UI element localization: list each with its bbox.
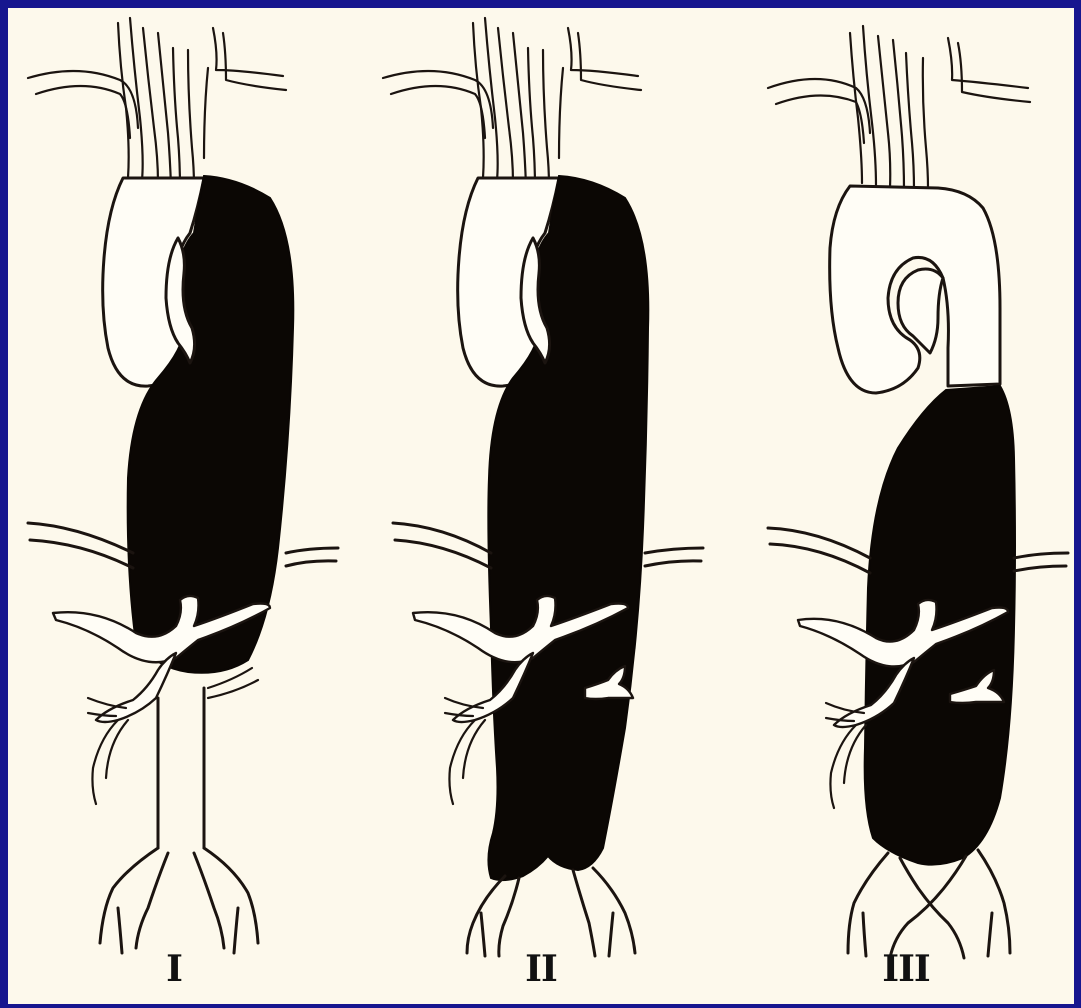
panel-label-type-i: I: [134, 948, 214, 990]
panel-label-type-iii: III: [866, 948, 946, 990]
aortic-dissection-diagram: [8, 8, 1074, 1004]
panel-type-iii: [768, 26, 1068, 958]
panel-type-ii: [383, 18, 703, 956]
diagram-canvas: I II III: [8, 8, 1074, 1004]
dissection-false-lumen: [865, 386, 1015, 865]
supra-aortic-vessels: [28, 18, 286, 188]
panel-label-type-ii: II: [501, 948, 581, 990]
panel-type-i: [28, 18, 338, 953]
mesenteric-branch: [96, 653, 176, 722]
supra-aortic-vessels: [768, 26, 1030, 190]
supra-aortic-vessels: [383, 18, 641, 188]
